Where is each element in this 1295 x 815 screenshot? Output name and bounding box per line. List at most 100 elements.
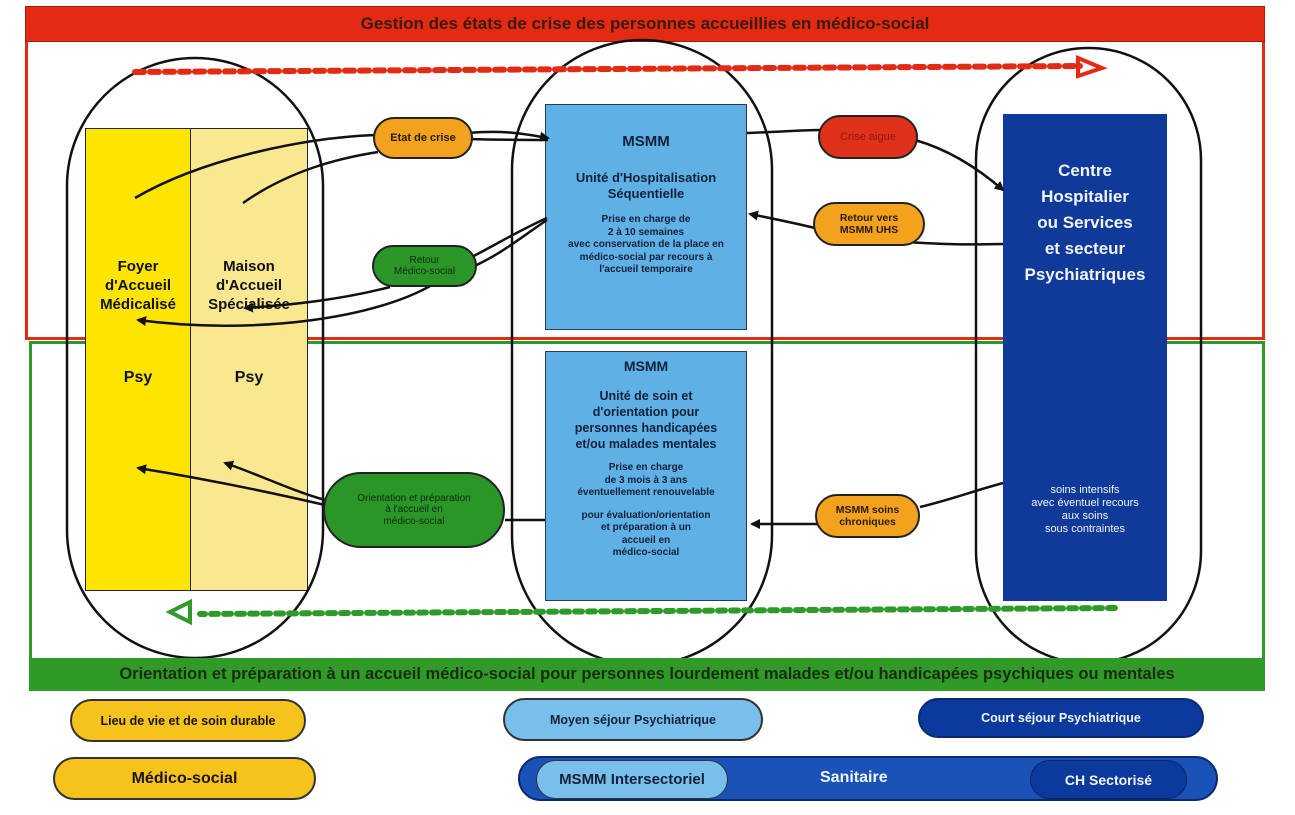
label-line: médico-social: [383, 515, 445, 527]
etat-de-crise-label: Etat de crise: [390, 131, 456, 144]
maison-psy-label: Psy: [234, 369, 264, 386]
retour-vers-uhs-label: Retour vers MSMM UHS: [840, 212, 898, 236]
arrow-orientation-to-foyer: [136, 464, 326, 507]
legend-moyen-sejour-label: Moyen séjour Psychiatrique: [549, 712, 717, 727]
description-line: Prise en charge: [608, 462, 684, 473]
label-line: à l'accueil en: [385, 504, 443, 516]
legend-medico-social-label: Médico-social: [131, 769, 238, 787]
crisis-flow-arrowhead: [1076, 55, 1108, 79]
msmm-soin-subtitle: Unité de soin et d'orientation pour pers…: [546, 388, 746, 452]
hospital-group-outline: [974, 46, 1203, 665]
legend-court-sejour-label: Court séjour Psychiatrique: [981, 711, 1141, 725]
label-line: Retour vers: [839, 211, 899, 224]
label-line: MSMM UHS: [839, 224, 899, 236]
title-line: ou Services: [1037, 213, 1133, 232]
title-line: Centre: [1058, 161, 1112, 180]
legend-sanitaire-label: Sanitaire: [820, 769, 888, 786]
foyer-label: Foyer d'Accueil Médicalisé: [86, 257, 190, 314]
label-line: Orientation et préparation: [357, 492, 471, 504]
centre-hospitalier-description: soins intensifs avec éventuel recours au…: [1003, 484, 1167, 536]
orientation-title: Orientation et préparation à un accueil …: [29, 658, 1265, 691]
medico-social-group-outline: [65, 56, 325, 660]
maison-label-line: Maison: [223, 258, 275, 275]
orientation-flow-arrowhead: [165, 598, 192, 626]
legend-medico-social: Médico-social: [53, 757, 316, 800]
label-line: MSMM soins: [835, 503, 900, 516]
label-line: chroniques: [839, 516, 896, 528]
description-line: soins intensifs: [1050, 484, 1120, 496]
crise-aigue-pill: Crise aigue: [818, 115, 918, 159]
description-line: éventuellement renouvelable: [577, 487, 715, 498]
legend-msmm-intersectoriel-label: MSMM Intersectoriel: [559, 771, 705, 788]
arrow-crise-aigue-to-centre: [914, 138, 1005, 192]
msmm-soin-orientation-box: MSMM Unité de soin et d'orientation pour…: [545, 351, 747, 601]
arrow-foyer-to-etat: [134, 133, 376, 200]
foyer-label-line: Foyer: [117, 258, 159, 275]
subtitle-line: et/ou malades mentales: [575, 437, 717, 451]
legend-court-sejour: Court séjour Psychiatrique: [918, 698, 1204, 738]
msmm-uhs-box: MSMM Unité d'Hospitalisation Séquentiell…: [545, 104, 747, 330]
retour-medico-social-label: Retour Médico-social: [394, 255, 455, 278]
legend-ch-sectorise-label: CH Sectorisé: [1064, 771, 1153, 788]
centre-hospitalier-title: Centre Hospitalier ou Services et secteu…: [1003, 158, 1167, 288]
msmm-uhs-description: Prise en charge de 2 à 10 semaines avec …: [546, 214, 746, 277]
description-line: l'accueil temporaire: [599, 264, 693, 275]
foyer-accueil-medicalise-column: Foyer d'Accueil Médicalisé Psy: [85, 128, 191, 591]
description-line: médico-social par recours à: [579, 251, 713, 263]
arrow-etat-to-uhs-2: [467, 137, 549, 142]
legend-moyen-sejour: Moyen séjour Psychiatrique: [503, 698, 763, 741]
msmm-uhs-title: MSMM: [622, 133, 670, 150]
legend-lieu-de-vie: Lieu de vie et de soin durable: [70, 699, 306, 742]
title-line: Hospitalier: [1041, 187, 1129, 206]
retour-medico-social-pill: Retour Médico-social: [372, 245, 477, 287]
description-line: de 3 mois à 3 ans: [604, 474, 688, 486]
arrow-retour-to-foyer: [136, 278, 441, 327]
subtitle-line: d'orientation pour: [592, 405, 700, 419]
description-line: Prise en charge de: [601, 214, 691, 225]
maison-label-line: d'Accueil: [215, 277, 283, 294]
description-line: avec éventuel recours: [1031, 497, 1139, 509]
msmm-group-outline: [510, 38, 774, 667]
title-line: Psychiatriques: [1024, 265, 1146, 284]
orientation-preparation-label: Orientation et préparation à l'accueil e…: [357, 493, 470, 528]
purpose-line: et préparation à un: [600, 522, 691, 533]
subtitle-line: personnes handicapées: [574, 421, 718, 435]
msmm-soin-purpose: pour évaluation/orientation et préparati…: [546, 510, 746, 560]
orientation-flow-dotted-arrow: [197, 605, 1118, 617]
orientation-preparation-pill: Orientation et préparation à l'accueil e…: [323, 472, 505, 548]
arrow-centre-to-retour-uhs: [904, 240, 1004, 246]
foyer-psy-label: Psy: [123, 369, 153, 386]
retour-vers-uhs-pill: Retour vers MSMM UHS: [813, 202, 925, 246]
crisis-management-title: Gestion des états de crise des personnes…: [25, 6, 1265, 42]
legend-msmm-intersectoriel: MSMM Intersectoriel: [536, 760, 728, 799]
label-line: Retour: [409, 254, 440, 266]
msmm-soin-title: MSMM: [623, 358, 669, 374]
subtitle-line: Unité d'Hospitalisation: [575, 170, 717, 185]
msmm-soins-chroniques-label: MSMM soins chroniques: [836, 504, 900, 528]
maison-accueil-specialisee-column: Maison d'Accueil Spécialisée Psy: [191, 128, 308, 591]
arrow-retour-uhs-to-uhs: [748, 210, 816, 230]
label-line: Médico-social: [393, 266, 456, 277]
arrow-uhs-to-crise-aigue: [746, 128, 821, 135]
arrow-maison-to-etat: [242, 150, 379, 205]
centre-hospitalier-box: Centre Hospitalier ou Services et secteu…: [1003, 114, 1167, 601]
msmm-uhs-subtitle: Unité d'Hospitalisation Séquentielle: [546, 170, 746, 202]
description-line: 2 à 10 semaines: [607, 226, 685, 238]
crisis-flow-dotted-arrow: [132, 63, 1083, 75]
arrow-orientation-to-maison: [223, 460, 326, 502]
legend-lieu-de-vie-label: Lieu de vie et de soin durable: [100, 713, 276, 728]
purpose-line: accueil en: [621, 534, 671, 546]
description-line: avec conservation de la place en: [568, 239, 724, 250]
subtitle-line: Séquentielle: [607, 186, 685, 201]
title-line: et secteur: [1044, 239, 1126, 258]
foyer-label-line: d'Accueil: [104, 277, 172, 294]
msmm-soins-chroniques-pill: MSMM soins chroniques: [815, 494, 920, 538]
purpose-line: médico-social: [612, 547, 680, 558]
subtitle-line: Unité de soin et: [599, 389, 693, 403]
arrow-centre-to-soins-chroniques: [919, 481, 1004, 509]
foyer-label-line: Médicalisé: [100, 296, 176, 313]
crise-aigue-label: Crise aigue: [840, 130, 896, 143]
purpose-line: pour évaluation/orientation: [581, 509, 711, 521]
arrow-uhs-to-retour-1: [469, 216, 548, 260]
